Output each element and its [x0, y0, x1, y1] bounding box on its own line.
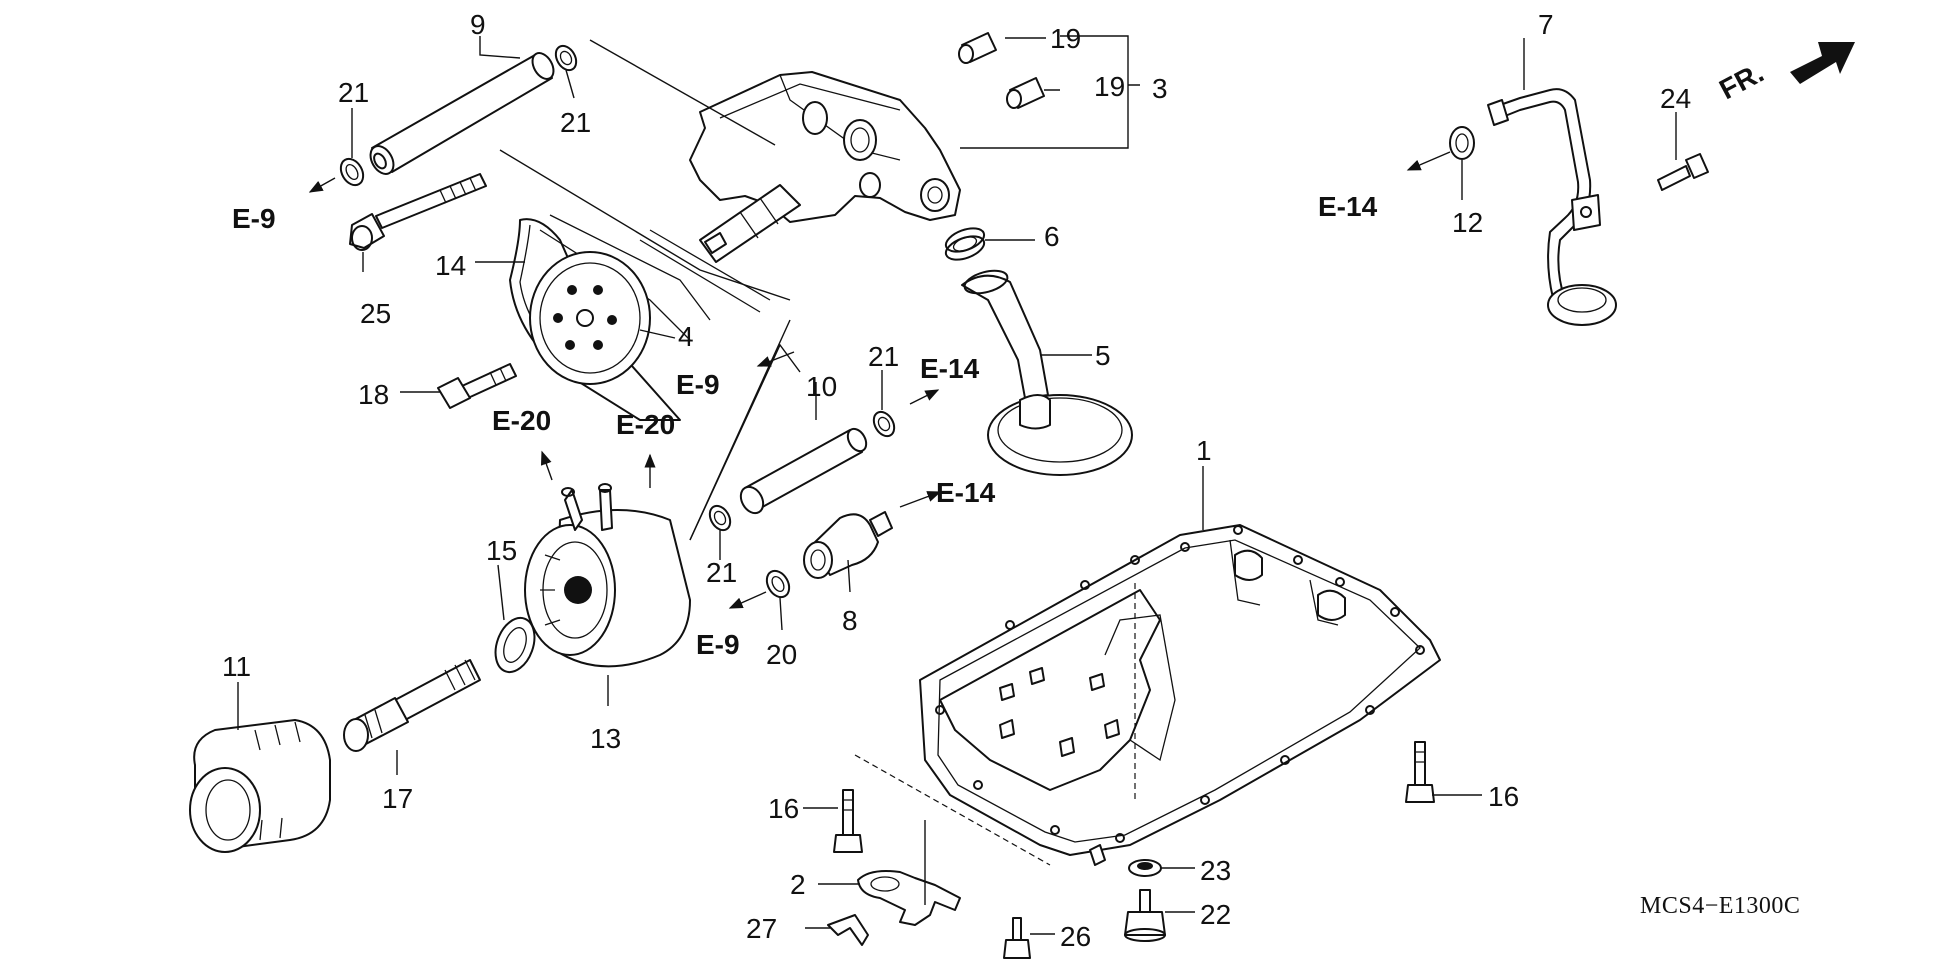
- label-part-24: 24: [1660, 83, 1691, 114]
- label-part-26: 26: [1060, 921, 1091, 952]
- label-part-5: 5: [1095, 340, 1111, 371]
- ref-label-e9-top: E-9: [232, 203, 276, 234]
- label-part-17: 17: [382, 783, 413, 814]
- label-part-16-a: 16: [768, 793, 799, 824]
- label-part-10: 10: [806, 371, 837, 402]
- label-part-20: 20: [766, 639, 797, 670]
- reference-arrows: [308, 151, 1451, 609]
- ref-label-e14-lower: E-14: [936, 477, 996, 508]
- ref-label-e14-upper-right: E-14: [1318, 191, 1378, 222]
- front-arrow-icon: [1790, 42, 1855, 84]
- label-part-16-b: 16: [1488, 781, 1519, 812]
- collar-19-middle: [1006, 77, 1045, 109]
- label-part-22: 22: [1200, 899, 1231, 930]
- o-ring-21-upper-left: [339, 157, 365, 187]
- front-direction-label: FR.: [1714, 57, 1768, 106]
- label-part-15: 15: [486, 535, 517, 566]
- oil-strainer-5: [961, 269, 1133, 476]
- label-part-19-b: 19: [1094, 71, 1125, 102]
- sealing-washer-23: [1128, 859, 1162, 877]
- o-ring-21-mid-left: [708, 504, 732, 532]
- o-ring-21-mid-right: [872, 410, 896, 438]
- label-part-21-d: 21: [706, 557, 737, 588]
- label-part-19-a: 19: [1050, 23, 1081, 54]
- oil-level-pipe-7: [1487, 88, 1617, 326]
- bracket-2: [857, 870, 961, 926]
- label-part-21-c: 21: [868, 341, 899, 372]
- ref-label-e20-left: E-20: [492, 405, 551, 436]
- bolt-16-right: [1405, 741, 1435, 803]
- label-part-3: 3: [1152, 73, 1168, 104]
- oil-joint-8: [803, 511, 893, 579]
- label-part-6: 6: [1044, 221, 1060, 252]
- o-ring-21-upper-right: [554, 44, 578, 72]
- label-part-18: 18: [358, 379, 389, 410]
- clip-27: [827, 914, 869, 946]
- bolt-18: [437, 363, 517, 409]
- label-part-1: 1: [1196, 435, 1212, 466]
- label-part-11: 11: [222, 651, 251, 682]
- ref-label-e9-mid: E-9: [676, 369, 720, 400]
- oil-pipe-10: [739, 427, 868, 515]
- ref-label-e20-right: E-20: [616, 409, 675, 440]
- label-part-8: 8: [842, 605, 858, 636]
- label-part-27: 27: [746, 913, 777, 944]
- oil-cooler-bolt-17: [343, 659, 481, 752]
- oil-cooler-13: [524, 483, 691, 668]
- label-part-21-b: 21: [560, 107, 591, 138]
- o-ring-12: [1449, 126, 1475, 160]
- bolt-25: [349, 173, 487, 251]
- label-part-14: 14: [435, 250, 466, 281]
- bolt-26: [1003, 917, 1031, 959]
- o-ring-20: [765, 569, 791, 599]
- label-part-12: 12: [1452, 207, 1483, 238]
- o-ring-15: [494, 616, 536, 674]
- bolt-24: [1657, 153, 1709, 191]
- oil-pump-assembly-3: [689, 71, 961, 263]
- label-part-2: 2: [790, 869, 806, 900]
- label-part-9: 9: [470, 9, 486, 40]
- label-part-21-a: 21: [338, 77, 369, 108]
- drain-bolt-22: [1124, 889, 1166, 942]
- oil-pump-sprocket-4: [529, 251, 651, 385]
- oil-filter-11: [189, 719, 331, 853]
- bolt-16-left: [833, 789, 863, 853]
- oil-pipe-9: [369, 52, 555, 175]
- oil-pan-1: [854, 524, 1441, 866]
- collar-19-top: [958, 32, 997, 64]
- leader-lines: [237, 35, 1677, 935]
- o-ring-6: [944, 227, 986, 261]
- label-part-25: 25: [360, 298, 391, 329]
- label-part-4: 4: [678, 321, 694, 352]
- ref-label-e9-bottom: E-9: [696, 629, 740, 660]
- diagram-code: MCS4−E1300C: [1640, 893, 1800, 919]
- ref-label-e14-mid: E-14: [920, 353, 980, 384]
- label-part-7: 7: [1538, 9, 1554, 40]
- label-part-23: 23: [1200, 855, 1231, 886]
- label-part-13: 13: [590, 723, 621, 754]
